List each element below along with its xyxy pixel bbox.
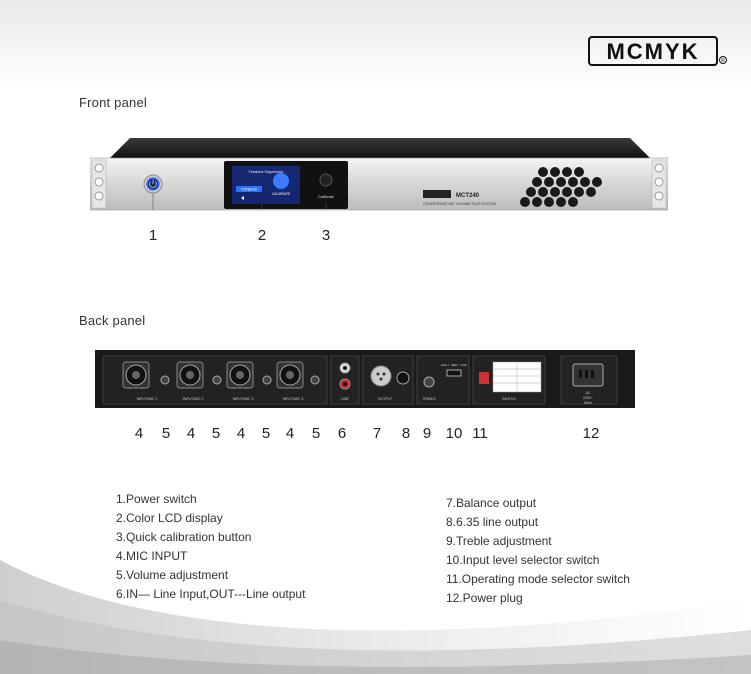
callout-5c: 5 [261,425,271,442]
callout-12: 12 [582,425,600,442]
legend-right: 7.Balance output 8.6.35 line output 9.Tr… [446,494,630,608]
callout-11: 11 [472,425,488,442]
svg-text:INPUT/MIC 1: INPUT/MIC 1 [137,397,158,401]
svg-text:R: R [721,58,725,64]
callout-5b: 5 [211,425,221,442]
ventilation-grille [520,167,602,207]
front-panel-device: Feedback Suppression TOPBASS CALIBRATE C… [90,138,668,211]
svg-text:SWITCH: SWITCH [502,397,516,401]
svg-text:CONFERENCE MIC VOLUME PLUS SYS: CONFERENCE MIC VOLUME PLUS SYSTEM [423,202,496,206]
svg-text:MCMYK: MCMYK [606,39,699,64]
callout-4c: 4 [236,425,246,442]
svg-text:50Hz: 50Hz [584,401,592,405]
back-panel-title: Back panel [79,313,146,328]
legend-item: 9.Treble adjustment [446,534,552,548]
power-plug-socket[interactable] [572,363,604,387]
gain-knob-2[interactable] [212,375,222,385]
callout-1: 1 [148,227,158,244]
back-panel-device: INPUT/MIC 1 INPUT/MIC 2 INPUT/MIC 3 INPU… [95,350,635,408]
mic-input-3[interactable] [226,361,254,389]
svg-text:INPUT/MIC 2: INPUT/MIC 2 [183,397,204,401]
legend-item: 1.Power switch [116,492,197,506]
gain-knob-3[interactable] [262,375,272,385]
callout-6: 6 [337,425,347,442]
brand-logo: MCMYK R [588,36,727,66]
gain-knob-4[interactable] [310,375,320,385]
legend-item: 8.6.35 line output [446,515,539,529]
callout-4a: 4 [134,425,144,442]
legend-left: 1.Power switch 2.Color LCD display 3.Qui… [116,490,305,604]
svg-text:INPUT/MIC 3: INPUT/MIC 3 [233,397,254,401]
svg-text:LOW: LOW [460,363,467,367]
callout-8: 8 [401,425,411,442]
line-out-rca[interactable] [339,378,351,390]
legend-item: 3.Quick calibration button [116,530,252,544]
svg-text:Calibrate: Calibrate [318,194,335,199]
level-switch[interactable] [446,369,462,377]
legend-item: 4.MIC INPUT [116,549,188,563]
svg-text:TREBLE: TREBLE [422,397,436,401]
callout-3: 3 [321,227,331,244]
mic-input-4[interactable] [276,361,304,389]
legend-item: 12.Power plug [446,591,523,605]
svg-text:Feedback Suppression: Feedback Suppression [249,170,284,174]
power-switch-icon[interactable] [143,174,163,194]
svg-text:MED: MED [451,363,459,367]
callout-4b: 4 [186,425,196,442]
callout-4d: 4 [285,425,295,442]
balanced-output-xlr[interactable] [370,365,392,387]
svg-text:CALIBRATE: CALIBRATE [272,192,291,196]
treble-knob[interactable] [423,376,435,388]
svg-text:LINE: LINE [341,397,349,401]
legend-item: 11.Operating mode selector switch [446,572,630,586]
svg-text:MCT240: MCT240 [456,193,480,199]
lcd-display: Feedback Suppression TOPBASS CALIBRATE [232,166,300,204]
svg-text:HIGH: HIGH [441,363,449,367]
legend-item: 6.IN— Line Input,OUT---Line output [116,587,306,601]
gain-knob-1[interactable] [160,375,170,385]
callout-2: 2 [257,227,267,244]
callout-9: 9 [422,425,432,442]
svg-text:OUTPUT: OUTPUT [378,397,393,401]
line-in-rca[interactable] [339,362,351,374]
callout-5a: 5 [161,425,171,442]
brand-badge [423,190,451,198]
legend-item: 10.Input level selector switch [446,553,600,567]
svg-text:AC: AC [586,391,591,395]
line-output-jack[interactable] [396,371,410,385]
front-panel-title: Front panel [79,95,147,110]
mode-dip-switch[interactable] [479,372,489,384]
callout-10: 10 [445,425,463,442]
svg-text:TOPBASS: TOPBASS [241,188,258,192]
calibrate-button[interactable]: Calibrate [318,173,335,199]
legend-item: 2.Color LCD display [116,511,223,525]
mic-input-1[interactable] [122,361,150,389]
mic-input-2[interactable] [176,361,204,389]
legend-item: 5.Volume adjustment [116,568,229,582]
svg-text:220V~: 220V~ [583,396,593,400]
callout-5d: 5 [311,425,321,442]
callout-7: 7 [372,425,382,442]
svg-text:INPUT/MIC 4: INPUT/MIC 4 [283,397,304,401]
legend-item: 7.Balance output [446,496,537,510]
